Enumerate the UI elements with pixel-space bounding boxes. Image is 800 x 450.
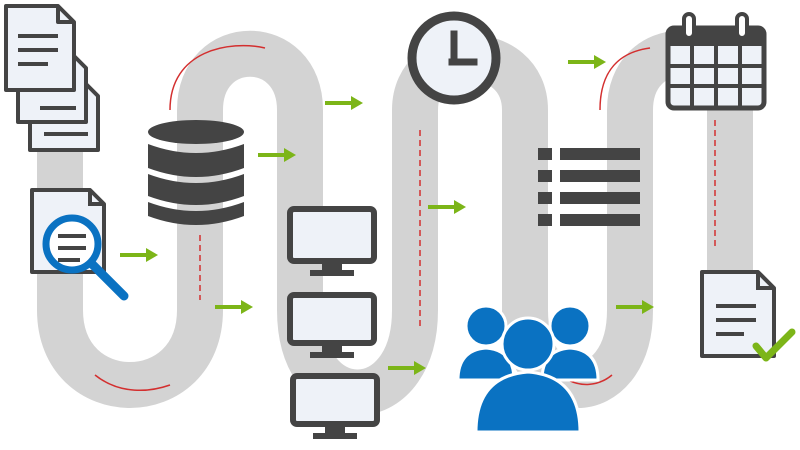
arrow-right-icon bbox=[325, 96, 363, 110]
arrow-right-icon bbox=[258, 148, 296, 162]
document-stack-icon bbox=[4, 4, 100, 152]
document-check-icon bbox=[700, 270, 796, 362]
database-icon bbox=[148, 120, 244, 225]
arrows bbox=[120, 55, 654, 375]
winding-road bbox=[37, 30, 753, 416]
document-search-icon bbox=[30, 188, 129, 301]
arrow-right-icon bbox=[388, 361, 426, 375]
road-edge-2 bbox=[94, 374, 171, 392]
arrow-right-icon bbox=[120, 248, 158, 262]
road-path bbox=[37, 30, 753, 416]
arrow-right-icon bbox=[616, 300, 654, 314]
monitor-icon bbox=[290, 373, 380, 439]
monitor-icon bbox=[287, 206, 377, 276]
calendar-icon bbox=[665, 12, 767, 111]
road-edge-1 bbox=[169, 44, 266, 111]
monitor-stack-icon bbox=[287, 206, 380, 439]
clock-icon bbox=[407, 11, 501, 105]
arrow-right-icon bbox=[568, 55, 606, 69]
checkmark-icon bbox=[752, 328, 796, 362]
users-icon bbox=[456, 304, 600, 434]
arrow-right-icon bbox=[428, 200, 466, 214]
monitor-icon bbox=[287, 292, 377, 358]
road-edge-5 bbox=[599, 47, 651, 111]
arrow-right-icon bbox=[215, 300, 253, 314]
list-icon bbox=[538, 148, 640, 226]
